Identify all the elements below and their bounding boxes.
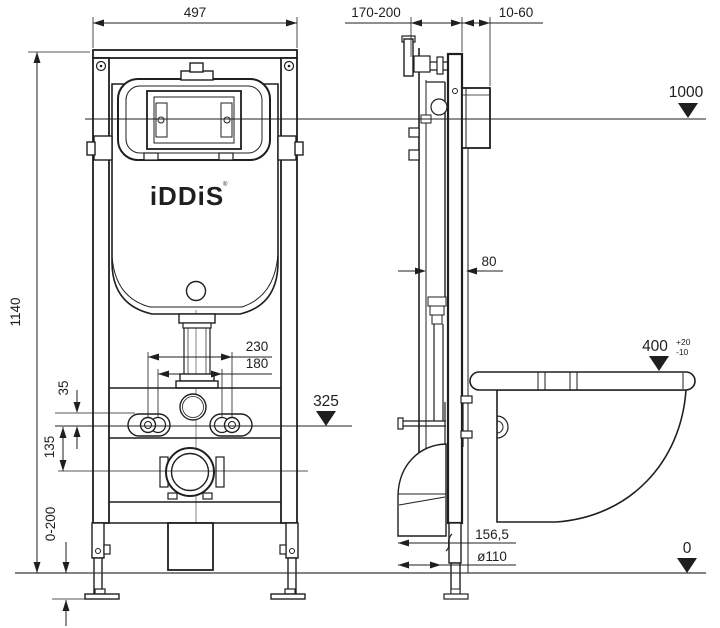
- drain-opening-front: [159, 447, 225, 500]
- bowl-rim: [469, 371, 696, 391]
- foot-right: [270, 522, 306, 600]
- dim-depth-range: 170-200: [351, 5, 401, 20]
- dimension-annotations: 497 170-200 10-60 1000 1140 230 180 35 1…: [8, 5, 706, 626]
- dim-bowl-level-tol-plus: +20: [676, 337, 691, 347]
- side-bracket-left: [93, 135, 113, 161]
- stud-right: [223, 416, 241, 434]
- side-view: [397, 35, 696, 600]
- cistern-side: [408, 81, 448, 421]
- front-view: [84, 49, 306, 600]
- level-marker-1000: [678, 103, 698, 118]
- water-connection-lower: [408, 149, 420, 161]
- front-rail: [446, 52, 464, 525]
- water-connection-upper: [408, 127, 420, 138]
- dim-facing-range: 10-60: [499, 5, 534, 20]
- dim-frame-height: 1140: [8, 297, 23, 326]
- stud-crossbar: [109, 387, 281, 439]
- frame-top-bar: [92, 49, 298, 59]
- foot-left: [84, 522, 120, 600]
- drain-elbow: [397, 443, 447, 537]
- side-bracket-right: [277, 135, 297, 161]
- dim-floor-level: 0: [683, 540, 692, 557]
- cistern-port: [185, 280, 207, 302]
- leader-break-mark: [445, 533, 453, 552]
- dim-bowl-level-tol-minus: -10: [676, 347, 689, 357]
- dim-outlet-diameter: ø110: [477, 549, 507, 564]
- dim-stud-inner: 180: [246, 356, 269, 371]
- dim-offset-mid: 135: [42, 436, 57, 459]
- bowl-body: [496, 389, 687, 523]
- dim-top-level: 1000: [669, 84, 704, 101]
- floor-outlet-box: [167, 522, 214, 571]
- dim-bowl-level: 400: [642, 338, 668, 355]
- level-marker-325: [316, 411, 336, 426]
- level-marker-0: [677, 558, 697, 573]
- dim-offset-small: 35: [56, 380, 71, 395]
- mounting-stud-lower: [460, 430, 473, 439]
- dim-feet-range: 0-200: [43, 507, 58, 542]
- level-marker-400: [649, 356, 669, 371]
- dim-outlet-offset: 156,5: [475, 527, 509, 542]
- brand-logo: iDDiS ®: [150, 181, 228, 211]
- dim-frame-width: 497: [184, 5, 207, 20]
- brand-logo-text: iDDiS: [150, 181, 224, 211]
- inlet-port: [179, 393, 207, 421]
- toilet-bowl: [469, 371, 696, 523]
- dim-profile-depth: 80: [481, 254, 496, 269]
- frame-rail-right: [280, 57, 298, 524]
- adjuster-screw-right: [223, 116, 231, 124]
- stud-left: [139, 416, 157, 434]
- flush-plate-window: [86, 62, 304, 161]
- adjuster-screw-left: [157, 116, 165, 124]
- dim-mid-level: 325: [313, 393, 339, 410]
- drain-pipe-side: [397, 402, 464, 537]
- flush-shaft-box: [461, 87, 491, 149]
- frame-rail-left: [92, 57, 110, 524]
- registered-mark: ®: [223, 181, 228, 188]
- dim-stud-outer: 230: [246, 339, 269, 354]
- foot-side: [443, 522, 469, 600]
- mounting-stud-upper: [460, 395, 473, 404]
- wall-anchor: [401, 35, 449, 77]
- fill-valve: [430, 98, 448, 116]
